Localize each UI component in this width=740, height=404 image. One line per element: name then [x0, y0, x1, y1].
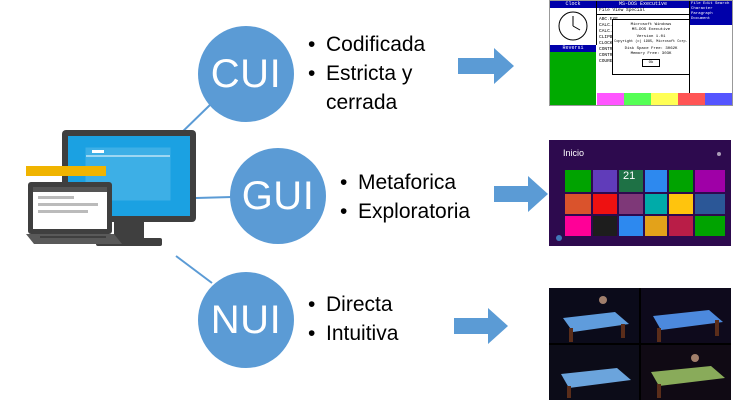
bullet-item: Codificada	[308, 30, 425, 59]
circle-nui: NUI	[198, 272, 294, 368]
clock-face-icon	[558, 11, 588, 41]
dialog-line: Copyright (c) 1985, Microsoft Corp.	[614, 40, 688, 44]
connector-gui	[195, 196, 233, 199]
bullet-list-nui: Directa Intuitiva	[308, 290, 398, 348]
file-item: ABC.EXE	[599, 17, 618, 22]
file-item: CLOCK.EXE	[599, 41, 687, 47]
thumbnail-cui-windows1: Clock Reversi MS-DOS Executive File View…	[549, 0, 733, 106]
reversi-window: Reversi	[550, 45, 596, 105]
bullet-continuation: cerrada	[326, 91, 398, 114]
reversi-title: Reversi	[550, 45, 596, 52]
write-window: File Edit Search Character Paragraph Doc…	[689, 1, 732, 105]
bullet-item: Directa	[308, 290, 398, 319]
circle-label-nui: NUI	[210, 297, 282, 342]
circle-label-cui: CUI	[210, 51, 282, 96]
clock-window: Clock	[550, 1, 597, 45]
dialog-line: Disk Space Free: 3062K	[624, 47, 678, 51]
dialog-line: Version 1.01	[636, 35, 666, 39]
bullet-item: Intuitiva	[308, 319, 398, 348]
bullet-item: Exploratoria	[340, 197, 470, 226]
clock-title: Clock	[550, 1, 596, 8]
file-item: CALC.TXT	[599, 29, 621, 34]
start-tiles	[556, 152, 725, 241]
dialog-line: Memory Free: 303K	[630, 52, 672, 56]
surface-photos	[549, 288, 731, 400]
thumbnail-gui-windows8: Inicio 21	[549, 140, 731, 246]
dialog-ok-button[interactable]: Ok	[642, 59, 660, 67]
bullet-list-gui: Metaforica Exploratoria	[340, 168, 470, 226]
taskbar-stripe	[597, 93, 732, 105]
circle-cui: CUI	[198, 26, 294, 122]
dialog-line: Microsoft Windows	[630, 23, 672, 27]
executive-menu: File View Special	[597, 8, 689, 15]
write-menu: File Edit Search Character Paragraph Doc…	[690, 1, 732, 25]
bullet-list-cui: Codificada Estricta y cerrada	[308, 30, 425, 117]
circle-gui: GUI	[230, 148, 326, 244]
executive-title: MS-DOS Executive	[597, 1, 689, 8]
thumbnail-nui-surface	[549, 288, 731, 400]
bullet-item: Metaforica	[340, 168, 470, 197]
file-item: CALC.EXE	[599, 23, 621, 28]
file-item: COURE.FON	[599, 59, 687, 65]
connector-nui	[175, 255, 213, 284]
start-title: Inicio	[563, 148, 585, 158]
about-dialog: Microsoft Windows MS-DOS Executive Versi…	[612, 19, 690, 75]
bullet-item: Estricta y	[308, 59, 425, 88]
tile-number: 21	[623, 170, 636, 182]
circle-label-gui: GUI	[241, 173, 315, 218]
computer-illustration-icon	[26, 130, 196, 246]
dialog-line: MS-DOS Executive	[631, 28, 671, 32]
